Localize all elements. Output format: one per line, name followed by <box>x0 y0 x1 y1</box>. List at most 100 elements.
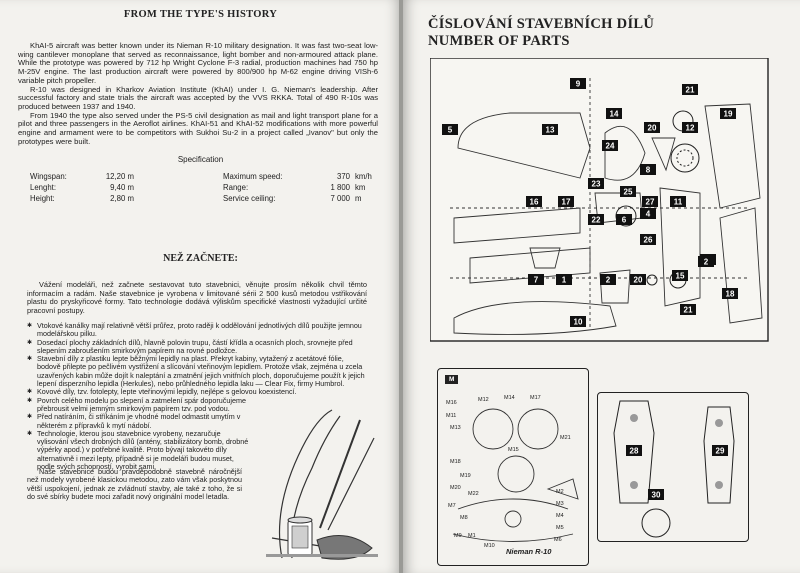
part-number-tag: 30 <box>648 489 664 500</box>
svg-text:30: 30 <box>652 491 661 500</box>
spec-label: Service ceiling: <box>223 194 276 203</box>
part-number-tag: 5 <box>442 124 458 135</box>
canopy-diagram: 28 29 30 <box>613 400 735 538</box>
svg-text:10: 10 <box>574 318 583 327</box>
svg-text:5: 5 <box>448 126 453 135</box>
part-number-tag: 25 <box>620 186 636 197</box>
tip-item: Stavební díly z plastiku lepte běžnými l… <box>27 355 367 388</box>
spec-unit: km <box>355 183 366 192</box>
spec-value: 2,80 m <box>110 194 134 203</box>
svg-text:28: 28 <box>630 447 639 456</box>
svg-text:4: 4 <box>646 210 651 219</box>
spec-value: 12,20 m <box>105 172 134 181</box>
part-number-tag: 4 <box>640 208 656 219</box>
wing-half-part <box>453 207 581 244</box>
spec-unit: m <box>355 194 362 203</box>
part-number-tag: 20 <box>630 274 646 285</box>
photoetch-tag: M5 <box>556 525 564 531</box>
part-number-tag: 7 <box>528 274 544 285</box>
wing-half-part <box>457 112 591 179</box>
part-number-tag: 12 <box>682 122 698 133</box>
page-gutter <box>399 0 405 573</box>
tip-item: Dosedací plochy základních dílů, hlavně … <box>27 338 367 356</box>
svg-text:26: 26 <box>644 236 653 245</box>
canopy-part-icon <box>703 406 735 504</box>
part-number-tag: 19 <box>720 108 736 119</box>
svg-text:17: 17 <box>562 198 571 207</box>
glazing-part-icon <box>641 508 671 538</box>
modeling-tools-illustration <box>266 409 378 560</box>
part-number-tag: 6 <box>616 214 632 225</box>
part-number-tag: 10 <box>570 316 586 327</box>
parts-title-english: NUMBER OF PARTS <box>428 33 570 49</box>
spec-row: Wingspan: 12,20 m Maximum speed: 370 km/… <box>30 172 375 183</box>
part-number-tag: 21 <box>680 304 696 315</box>
photoetch-tag: M11 <box>446 413 456 419</box>
intro-text: Vážení modeláři, než začnete sestavovat … <box>27 280 367 315</box>
photoetch-tag: M15 <box>508 447 519 453</box>
parts-sprue-diagram: 9215131420121924823251617271122642637122… <box>430 58 769 342</box>
svg-text:21: 21 <box>686 86 695 95</box>
photoetch-tag: M2 <box>556 489 564 495</box>
parts-title-czech: ČÍSLOVÁNÍ STAVEBNÍCH DÍLŮ <box>428 16 655 32</box>
part-number-tag: 8 <box>640 164 656 175</box>
spec-label: Range: <box>223 183 249 192</box>
part-number-tag: 29 <box>712 445 728 456</box>
svg-text:21: 21 <box>684 306 693 315</box>
part-number-tag: 21 <box>682 84 698 95</box>
part-number-tag: 9 <box>570 78 586 89</box>
history-text: KhAI-5 aircraft was better known under i… <box>18 41 378 146</box>
part-number-tags: 9215131420121924823251617271122642637122… <box>442 78 738 327</box>
part-number-tag: 16 <box>526 196 542 207</box>
spec-label: Maximum speed: <box>223 172 283 181</box>
photoetch-tag: M12 <box>478 397 489 403</box>
photoetch-name: Nieman R-10 <box>506 547 552 556</box>
intro-paragraph: Vážení modeláři, než začnete sestavovat … <box>27 280 367 315</box>
svg-text:22: 22 <box>592 216 601 225</box>
svg-text:29: 29 <box>716 447 725 456</box>
part-number-tag: 1 <box>556 274 572 285</box>
history-heading: FROM THE TYPE'S HISTORY <box>123 9 278 20</box>
svg-text:23: 23 <box>592 180 601 189</box>
svg-text:13: 13 <box>546 126 555 135</box>
part-number-tag: 26 <box>640 234 656 245</box>
part-number-tag: 2 <box>698 256 714 267</box>
part-number-tag: 11 <box>670 196 686 207</box>
tip-item: Před natíráním, či stříkáním je vhodné m… <box>27 413 252 430</box>
spec-row: Height: 2,80 m Service ceiling: 7 000 m <box>30 194 375 205</box>
photoetch-tag: M7 <box>448 503 456 509</box>
photoetch-tag: M18 <box>450 459 461 465</box>
photoetch-tag: M20 <box>450 485 461 491</box>
svg-text:7: 7 <box>534 276 539 285</box>
photoetch-tag: M8 <box>460 515 468 521</box>
part-number-tag: 27 <box>642 196 658 207</box>
history-paragraph: R-10 was designed in Kharkov Aviation In… <box>18 84 378 111</box>
part-number-tag: 28 <box>626 445 642 456</box>
svg-text:25: 25 <box>624 188 633 197</box>
part-number-tag: 23 <box>588 178 604 189</box>
photoetch-tag: M22 <box>468 491 479 497</box>
photoetch-tag: M21 <box>560 435 571 441</box>
closing-text: Naše stavebnice budou pravděpodobně stav… <box>27 467 242 501</box>
part-number-tag: 13 <box>542 124 558 135</box>
svg-text:14: 14 <box>610 110 619 119</box>
spec-value: 370 <box>336 172 350 181</box>
history-paragraph: From 1940 the type also served under the… <box>18 110 378 146</box>
photoetch-tag: M14 <box>504 395 515 401</box>
before-you-start-heading: NEŽ ZAČNETE: <box>163 253 238 264</box>
tip-item: Vtokové kanálky mají relativně větší prů… <box>27 321 367 339</box>
part-number-tag: 22 <box>588 214 604 225</box>
photoetch-tag: M13 <box>450 425 461 431</box>
tip-item: Technologie, kterou jsou stavebnice vyro… <box>27 429 252 471</box>
svg-text:16: 16 <box>530 198 539 207</box>
canopy-part-icon <box>613 400 655 504</box>
spec-label: Lenght: <box>30 183 57 192</box>
tip-item: Povrch celého modelu po slepení a zatmel… <box>27 396 252 414</box>
svg-text:2: 2 <box>606 276 611 285</box>
svg-text:18: 18 <box>726 290 735 299</box>
svg-text:12: 12 <box>686 124 695 133</box>
svg-text:27: 27 <box>646 198 655 207</box>
brush-icon <box>316 535 373 560</box>
